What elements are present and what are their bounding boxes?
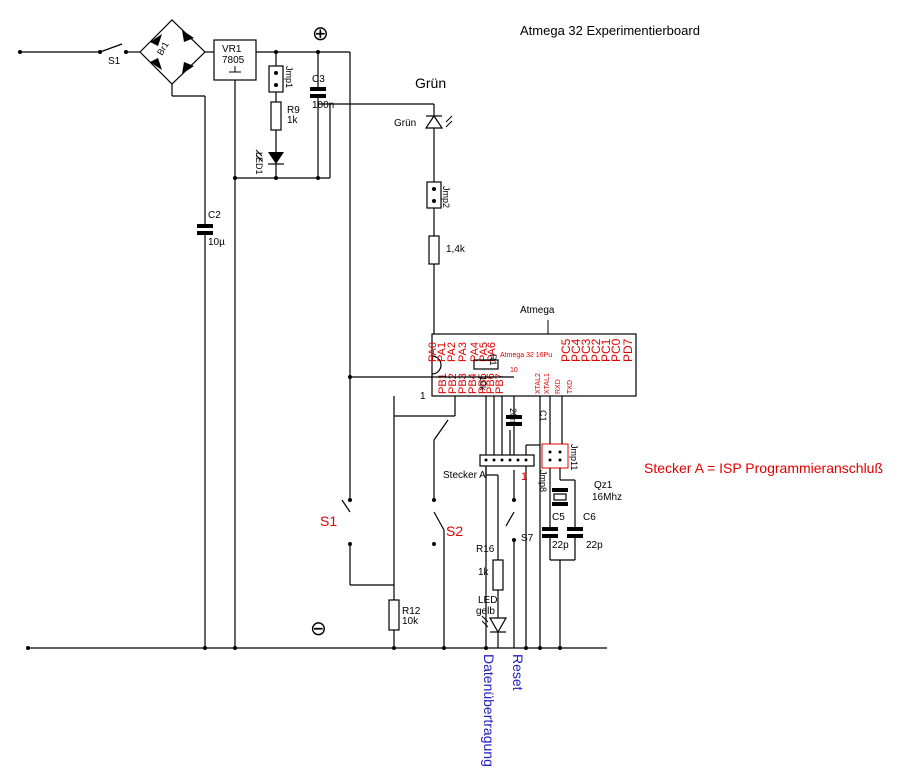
- green-heading: Grün: [415, 75, 446, 91]
- mcu-top-pin-label: PA1: [436, 342, 448, 362]
- switch-s1-button: S1: [320, 498, 394, 586]
- schematic-title: Atmega 32 Experimentierboard: [520, 23, 700, 38]
- c3-value: 100n: [312, 100, 334, 111]
- c3-name: C3: [312, 74, 325, 85]
- mcu-part: Atmega 32 16Pu: [500, 352, 552, 359]
- crystal-freq: 16Mhz: [592, 492, 622, 503]
- r1-value: 10k: [478, 376, 488, 391]
- mcu-top-pin-label: PA5: [478, 342, 490, 362]
- capacitor-c3: C3 100n: [310, 52, 434, 178]
- switch-s7-button: S7: [505, 470, 534, 648]
- mcu-bottom-pin-label: PB3: [457, 373, 469, 394]
- resistor-r12: R12 10k: [388, 599, 421, 648]
- input-switch-s1: S1: [18, 43, 140, 67]
- switch-s2-button: S2: [393, 396, 463, 648]
- mcu-top-pin-label: PC0: [609, 338, 623, 362]
- led1-label: LED1: [254, 152, 264, 175]
- mcu-bottom-pin-label: XTAL1: [544, 373, 551, 394]
- mcu-top-pin-label: PC5: [559, 338, 573, 362]
- led-gelb-line1: LED: [478, 595, 497, 606]
- c1-name: C1: [538, 410, 548, 422]
- green-led-branch: Grün Grün Jmp2 1,4k: [394, 75, 466, 334]
- mcu-top-pin-label: PA4: [469, 342, 481, 362]
- mcu-top-pin-label: PA6: [486, 342, 498, 362]
- jumper-jmp11: Jmp11: [541, 443, 579, 470]
- mcu-top-pin-label: PA3: [457, 342, 469, 362]
- mcu-pin-mark: 10: [510, 367, 518, 374]
- bridge-rectifier: Br1: [139, 19, 214, 225]
- c2-value: 10µ: [208, 237, 225, 248]
- data-led-branch: R16 1k LED gelb: [476, 466, 508, 648]
- mcu-bottom-pin-label: RXD: [555, 379, 562, 394]
- isp-connector: Stecker A 1 Jmp8: [443, 396, 548, 648]
- r12-value: 10k: [402, 616, 419, 627]
- mcu-pin1: 1: [420, 391, 426, 402]
- minus-rail-label: ⊖: [310, 616, 327, 640]
- c5-name: C5: [552, 512, 565, 523]
- mcu-top-pin-label: PA2: [446, 342, 458, 362]
- c6-value: 22p: [586, 540, 603, 551]
- resistor-r1: R1 10k: [473, 354, 499, 391]
- jmp11-label: Jmp11: [569, 444, 579, 470]
- jmp8-label: Jmp8: [538, 470, 548, 492]
- mcu-label: Atmega: [520, 305, 555, 316]
- mcu-bottom-pin-label: PB2: [447, 373, 459, 394]
- mcu-top-pin-label: PC1: [599, 338, 613, 362]
- regulator-type: 7805: [222, 55, 245, 66]
- crystal-circuit: Qz1 16Mhz C5 22p C6 22p: [542, 396, 622, 648]
- signal-reset-label: Reset: [510, 654, 526, 691]
- capacitor-c1: C1 20nf: [506, 396, 548, 455]
- regulator-name: VR1: [222, 44, 242, 55]
- jmp2-label: Jmp2: [441, 186, 451, 208]
- jmp1-label: Jmp1: [284, 66, 294, 88]
- r12-name: R12: [402, 606, 421, 617]
- voltage-regulator-vr1: VR1 7805: [213, 39, 350, 648]
- s7-label: S7: [521, 533, 534, 544]
- mcu-bottom-pin-label: TXD: [567, 380, 574, 394]
- r1-name: R1: [488, 354, 498, 366]
- r9-value: 1k: [287, 115, 299, 126]
- mcu-bottom-pin-label: PB6: [485, 373, 497, 394]
- crystal-name: Qz1: [594, 480, 613, 491]
- input-switch-label: S1: [108, 56, 121, 67]
- plus-rail-label: ⊕: [312, 21, 329, 45]
- c5-value: 22p: [552, 540, 569, 551]
- mcu-top-pin-label: PC2: [589, 338, 603, 362]
- s2-label: S2: [446, 523, 463, 539]
- mcu-top-pin-label: PA0: [427, 342, 439, 362]
- s1-label: S1: [320, 513, 337, 529]
- signal-data-label: Datenübertragung: [481, 654, 497, 767]
- mcu-bottom-pin-label: PB5: [477, 373, 489, 394]
- stecker-label: Stecker A: [443, 470, 486, 481]
- mcu-bottom-pin-label: PB1: [437, 373, 449, 394]
- mcu-top-pin-label: PD7: [621, 338, 635, 362]
- mcu-bottom-pin-label: XTAL2: [535, 373, 542, 394]
- stecker-pin: 1: [521, 471, 527, 483]
- isp-note: Stecker A = ISP Programmieranschluß: [644, 460, 883, 476]
- mcu-top-pin-label: PC3: [579, 338, 593, 362]
- green-resistor-value: 1,4k: [446, 244, 466, 255]
- mcu-bottom-pin-label: PB7: [494, 373, 506, 394]
- r16-name: R16: [476, 544, 495, 555]
- green-led-label: Grün: [394, 118, 416, 129]
- mcu-bottom-pin-label: PB4: [467, 373, 479, 394]
- capacitor-c2: C2 10µ: [197, 210, 225, 648]
- r16-value: 1k: [478, 567, 490, 578]
- c2-name: C2: [208, 210, 221, 221]
- mcu-top-pin-label: PC4: [569, 338, 583, 362]
- c1-value: 20nf: [508, 408, 518, 426]
- c6-name: C6: [583, 512, 596, 523]
- power-led-branch: Jmp1 R9 1k LED1: [254, 52, 300, 178]
- r9-name: R9: [287, 105, 300, 116]
